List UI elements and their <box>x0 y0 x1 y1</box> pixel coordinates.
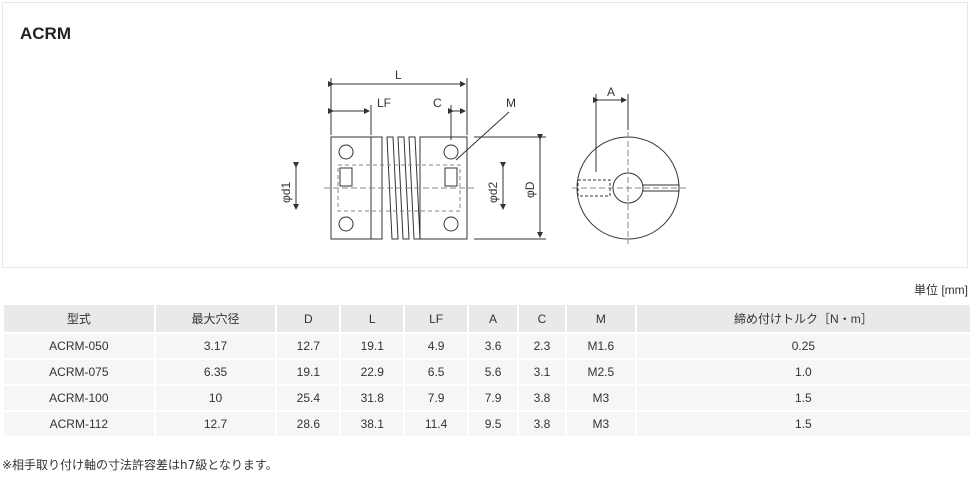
product-figure-panel <box>2 2 968 268</box>
cell-model: ACRM-050 <box>2 332 156 360</box>
table-header-row: 型式 最大穴径 D L LF A C M 締め付けトルク［N・m］ <box>2 303 972 334</box>
cell-torque: 1.0 <box>634 358 972 386</box>
cell-C: 3.8 <box>516 410 567 438</box>
spec-table: 型式 最大穴径 D L LF A C M 締め付けトルク［N・m］ ACRM-0… <box>2 303 972 438</box>
label-C: C <box>433 96 442 110</box>
cell-A: 7.9 <box>467 384 519 412</box>
cell-LF: 6.5 <box>403 358 470 386</box>
table-row: ACRM-075 6.35 19.1 22.9 6.5 5.6 3.1 M2.5… <box>2 358 972 386</box>
col-M: M <box>564 303 637 334</box>
cell-D: 28.6 <box>275 410 342 438</box>
cell-max-bore: 12.7 <box>153 410 278 438</box>
cell-M: M1.6 <box>564 332 637 360</box>
cell-model: ACRM-100 <box>2 384 156 412</box>
unit-label: 単位 [mm] <box>914 283 968 297</box>
cell-D: 19.1 <box>275 358 342 386</box>
cell-L: 19.1 <box>339 332 406 360</box>
cell-D: 25.4 <box>275 384 342 412</box>
col-C: C <box>516 303 567 334</box>
cell-C: 3.1 <box>516 358 567 386</box>
cell-C: 3.8 <box>516 384 567 412</box>
cell-A: 5.6 <box>467 358 519 386</box>
cell-LF: 7.9 <box>403 384 470 412</box>
label-L: L <box>395 68 402 82</box>
cell-torque: 1.5 <box>634 384 972 412</box>
cell-M: M3 <box>564 384 637 412</box>
col-torque: 締め付けトルク［N・m］ <box>634 303 972 334</box>
cell-max-bore: 3.17 <box>153 332 278 360</box>
table-row: ACRM-050 3.17 12.7 19.1 4.9 3.6 2.3 M1.6… <box>2 332 972 360</box>
label-A: A <box>607 85 615 99</box>
cell-L: 38.1 <box>339 410 406 438</box>
col-A: A <box>467 303 519 334</box>
cell-torque: 0.25 <box>634 332 972 360</box>
product-title: ACRM <box>20 24 71 43</box>
label-d1: φd1 <box>279 182 293 203</box>
cell-A: 9.5 <box>467 410 519 438</box>
coupling-dimension-drawing: L LF C M A φd1 φd2 φD <box>279 68 686 244</box>
table-row: ACRM-112 12.7 28.6 38.1 11.4 9.5 3.8 M3 … <box>2 410 972 438</box>
cell-A: 3.6 <box>467 332 519 360</box>
cell-max-bore: 10 <box>153 384 278 412</box>
label-LF: LF <box>377 96 391 110</box>
label-D: φD <box>523 181 537 198</box>
cell-model: ACRM-075 <box>2 358 156 386</box>
cell-torque: 1.5 <box>634 410 972 438</box>
col-max-bore: 最大穴径 <box>153 303 278 334</box>
cell-C: 2.3 <box>516 332 567 360</box>
cell-L: 31.8 <box>339 384 406 412</box>
cell-model: ACRM-112 <box>2 410 156 438</box>
cell-L: 22.9 <box>339 358 406 386</box>
label-d2: φd2 <box>486 182 500 203</box>
cell-M: M3 <box>564 410 637 438</box>
table-row: ACRM-100 10 25.4 31.8 7.9 7.9 3.8 M3 1.5 <box>2 384 972 412</box>
col-L: L <box>339 303 406 334</box>
cell-LF: 11.4 <box>403 410 470 438</box>
col-D: D <box>275 303 342 334</box>
col-model: 型式 <box>2 303 156 334</box>
label-M: M <box>506 96 516 110</box>
cell-max-bore: 6.35 <box>153 358 278 386</box>
cell-LF: 4.9 <box>403 332 470 360</box>
tolerance-note: ※相手取り付け軸の寸法許容差はh7級となります。 <box>2 458 278 472</box>
cell-D: 12.7 <box>275 332 342 360</box>
col-LF: LF <box>403 303 470 334</box>
cell-M: M2.5 <box>564 358 637 386</box>
